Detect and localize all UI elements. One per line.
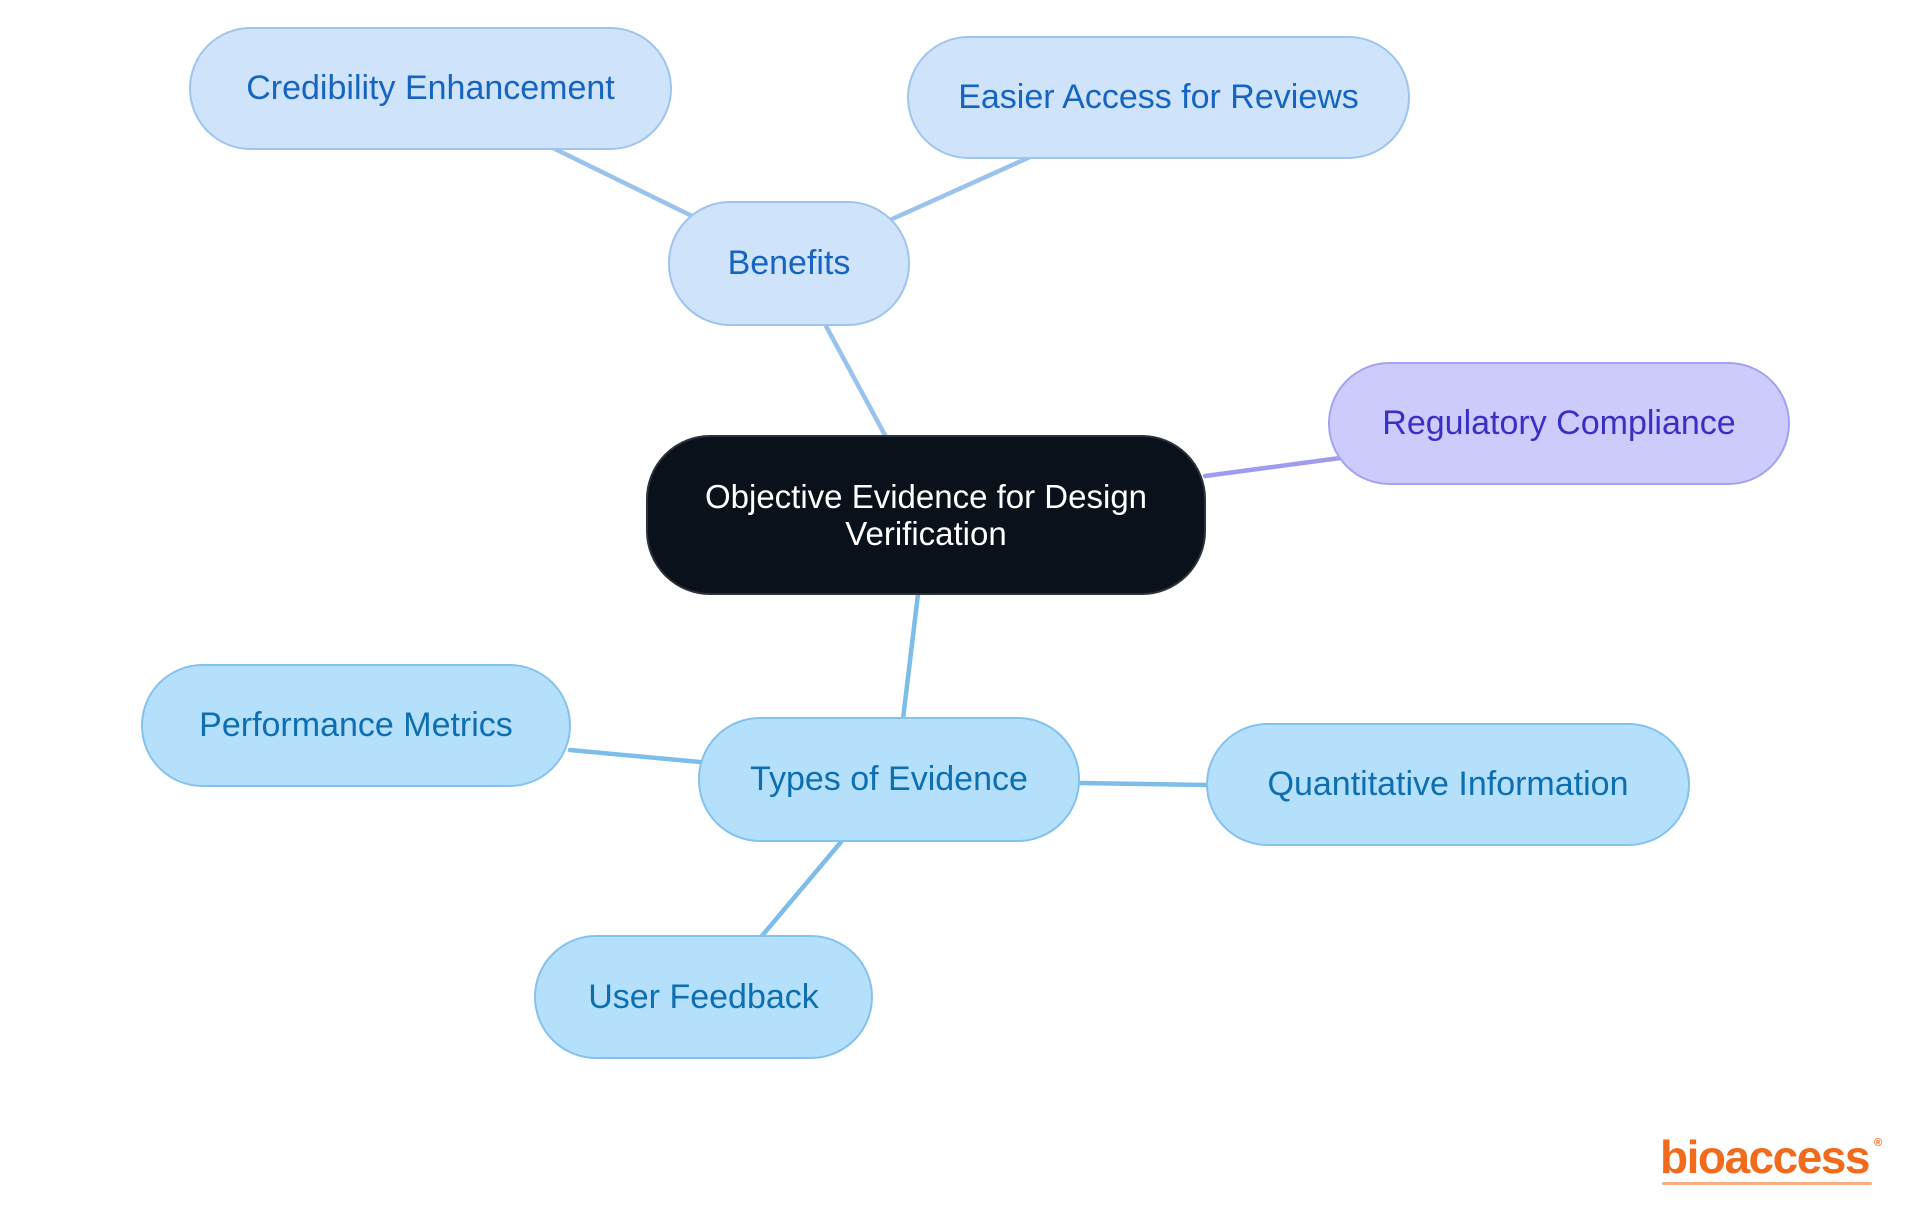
bioaccess-logo: bioaccess ®: [1660, 1131, 1883, 1190]
edge-types-quantitative: [1077, 780, 1211, 788]
node-quantitative-information-label: Quantitative Information: [1267, 765, 1629, 803]
node-types-of-evidence: Types of Evidence: [698, 717, 1080, 842]
edge-benefits-credibility: [550, 145, 695, 219]
node-performance-metrics-label: Performance Metrics: [199, 706, 513, 744]
node-user-feedback-label: User Feedback: [588, 977, 819, 1016]
node-user-feedback: User Feedback: [534, 935, 873, 1059]
root-node: Objective Evidence for Design Verificati…: [646, 435, 1206, 595]
node-regulatory-compliance-label: Regulatory Compliance: [1382, 404, 1736, 442]
node-benefits-label: Benefits: [727, 244, 851, 282]
edge-root-benefits: [823, 323, 889, 440]
node-credibility-enhancement-label: Credibility Enhancement: [246, 69, 615, 107]
root-node-label: Objective Evidence for Design Verificati…: [704, 478, 1148, 552]
edge-types-user-feedback: [758, 839, 844, 940]
node-easier-access-for-reviews: Easier Access for Reviews: [907, 36, 1410, 159]
node-regulatory-compliance: Regulatory Compliance: [1328, 362, 1790, 485]
node-quantitative-information: Quantitative Information: [1206, 723, 1690, 846]
registered-mark-icon: ®: [1874, 1137, 1883, 1149]
node-performance-metrics: Performance Metrics: [141, 664, 571, 787]
edge-benefits-easier-access: [887, 154, 1033, 223]
node-easier-access-label: Easier Access for Reviews: [958, 78, 1359, 116]
edge-root-regulatory: [1202, 455, 1343, 479]
logo-tagline-strip: [1662, 1182, 1872, 1185]
logo-wordmark: bioaccess: [1660, 1131, 1870, 1183]
edge-root-types: [900, 591, 921, 722]
edge-types-performance: [567, 747, 703, 765]
node-types-of-evidence-label: Types of Evidence: [750, 760, 1028, 798]
node-benefits: Benefits: [668, 201, 910, 326]
node-credibility-enhancement: Credibility Enhancement: [189, 27, 672, 150]
